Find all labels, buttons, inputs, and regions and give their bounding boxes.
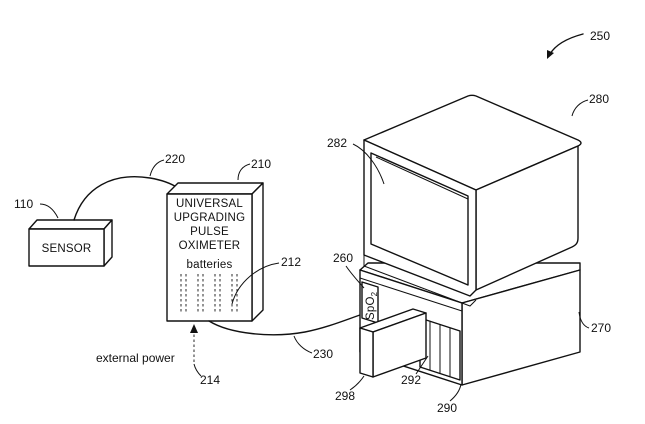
system-ref-group: 250 (547, 29, 610, 59)
sensor-cable-ref-leader (150, 160, 164, 176)
oximeter-top-face (167, 183, 263, 194)
external-power-label: external power (96, 351, 175, 365)
sensor-group: 110 SENSOR (14, 197, 112, 266)
screen-ref-label: 282 (327, 136, 347, 150)
oximeter-line-1: UNIVERSAL (176, 198, 243, 210)
oximeter-ref-leader (238, 164, 250, 180)
spo2-port-group: SpO2 260 (333, 251, 379, 323)
monitor-ref-label: 280 (589, 92, 609, 106)
external-power-ref-label: 214 (200, 373, 220, 387)
module-front-face (360, 328, 373, 377)
system-ref-arrow (550, 34, 583, 54)
oximeter-group: 210 UNIVERSAL UPGRADING PULSE OXIMETER b… (167, 157, 301, 321)
oximeter-side-face (252, 183, 263, 321)
sensor-ref-label: 110 (14, 197, 33, 211)
sensor-top-face (29, 220, 112, 229)
monitor-cable-ref-leader (294, 336, 312, 353)
monitor-cable-ref-label: 230 (313, 347, 333, 361)
sensor-cable-ref-label: 220 (165, 152, 185, 166)
oximeter-ref-label: 210 (251, 157, 271, 171)
external-power-arrowhead-icon (190, 324, 198, 333)
batteries-ref-label: 212 (281, 255, 301, 269)
monitor-ref-leader (572, 100, 588, 116)
sensor-ref-leader (40, 204, 58, 218)
module-group: 298 (335, 309, 426, 403)
module-ref-leader (350, 376, 364, 390)
spo2-subscript-text: 2 (370, 291, 379, 296)
external-power-ref-leader (194, 364, 201, 376)
system-ref-arrowhead-icon (547, 50, 554, 59)
sensor-side-face (104, 220, 112, 266)
sensor-cable (74, 177, 178, 220)
oximeter-line-2: UPGRADING (174, 212, 245, 224)
slot-ref-label: 292 (401, 373, 421, 387)
external-power-group: external power 214 (96, 324, 220, 387)
bay-ref-label: 290 (437, 401, 457, 415)
oximeter-line-4: OXIMETER (179, 240, 241, 252)
sensor-label: SENSOR (42, 243, 92, 255)
batteries-label: batteries (187, 259, 233, 271)
bay-ref-leader (450, 384, 461, 401)
spo2-main-text: SpO (365, 296, 377, 320)
oximeter-line-3: PULSE (190, 226, 229, 238)
module-ref-label: 298 (335, 389, 355, 403)
base-ref-label: 270 (591, 321, 611, 335)
spo2-port-ref-label: 260 (333, 251, 353, 265)
system-ref-label: 250 (590, 29, 610, 43)
